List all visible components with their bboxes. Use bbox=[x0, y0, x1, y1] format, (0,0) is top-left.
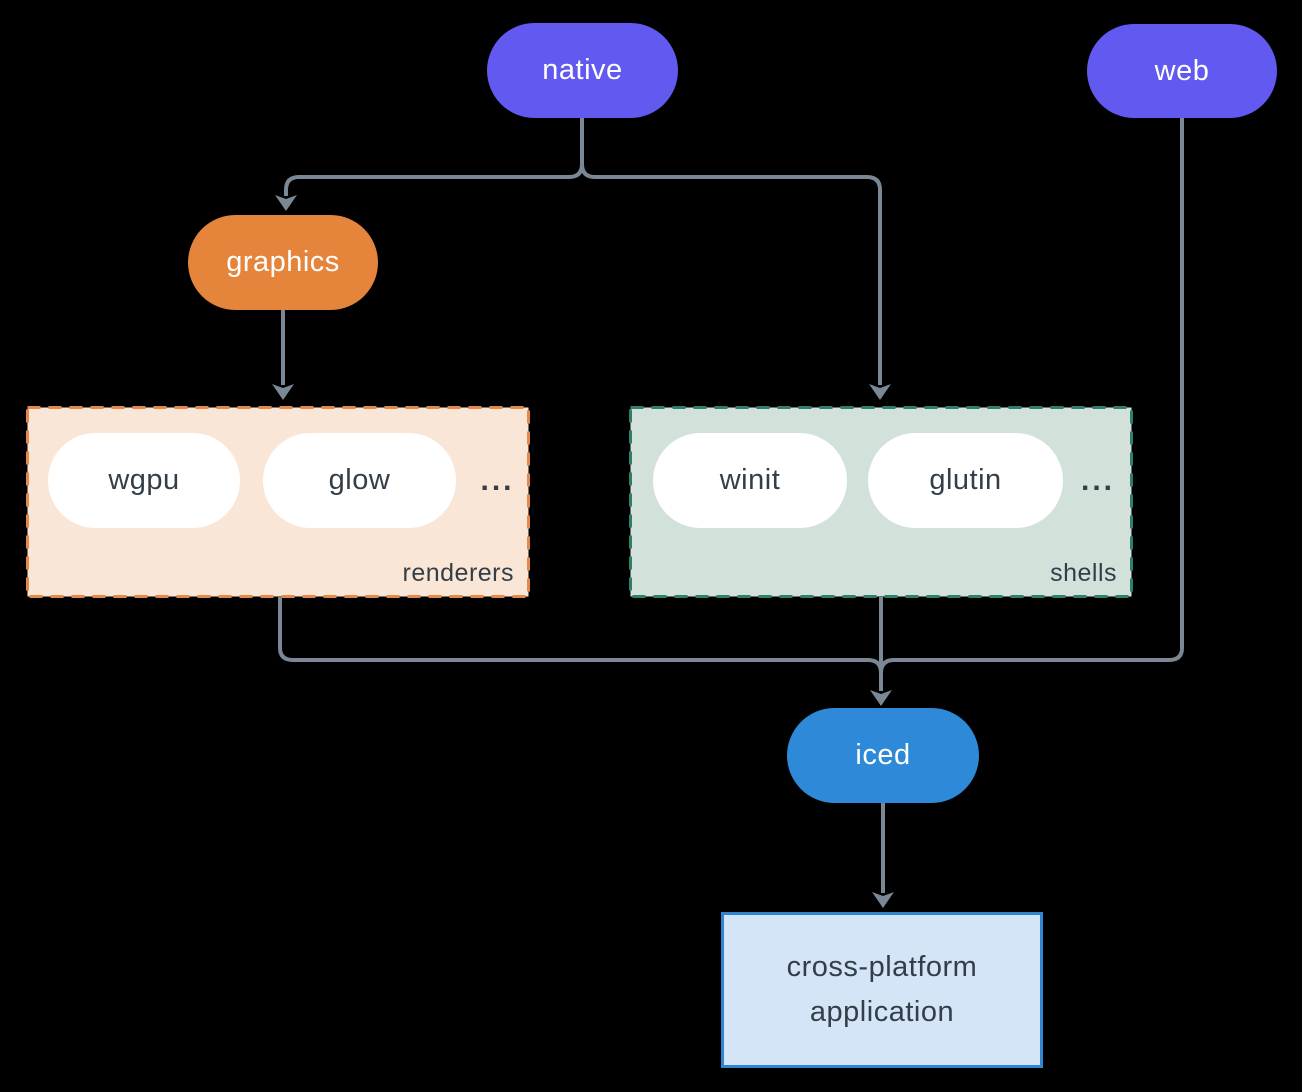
shells-group-label: shells bbox=[1050, 559, 1117, 587]
node-wgpu-label: wgpu bbox=[108, 464, 180, 496]
node-winit-label: winit bbox=[719, 464, 781, 496]
application-label-line2: application bbox=[809, 996, 955, 1028]
arrow-renderers-to-iced bbox=[278, 597, 883, 674]
node-glutin: glutin bbox=[868, 433, 1063, 528]
arrow-native-to-graphics bbox=[284, 118, 584, 196]
application-label-line1: cross-platform bbox=[786, 951, 978, 984]
node-native: native bbox=[487, 23, 678, 118]
node-glutin-label: glutin bbox=[929, 464, 1002, 496]
node-wgpu: wgpu bbox=[48, 433, 240, 528]
node-web: web bbox=[1087, 24, 1277, 118]
renderers-ellipsis: ... bbox=[480, 463, 515, 497]
node-web-label: web bbox=[1154, 54, 1210, 87]
arrow-native-to-shells bbox=[580, 118, 882, 385]
node-iced-label: iced bbox=[855, 739, 911, 771]
node-glow: glow bbox=[263, 433, 456, 528]
node-graphics: graphics bbox=[188, 215, 378, 310]
node-native-label: native bbox=[542, 54, 623, 86]
arrowhead-shells bbox=[869, 384, 891, 400]
arrowhead-iced bbox=[870, 690, 892, 706]
node-winit: winit bbox=[653, 433, 847, 528]
group-renderers: wgpu glow ... renderers bbox=[26, 406, 529, 597]
arrowhead-renderers bbox=[272, 384, 294, 400]
arrowhead-application bbox=[872, 892, 894, 908]
node-iced: iced bbox=[787, 708, 979, 803]
shells-ellipsis: ... bbox=[1080, 463, 1115, 497]
node-graphics-label: graphics bbox=[226, 246, 340, 278]
group-shells: winit glutin ... shells bbox=[628, 406, 1132, 597]
arrowhead-graphics bbox=[275, 195, 297, 211]
node-cross-platform-application: cross-platform application bbox=[721, 912, 1043, 1068]
renderers-group-label: renderers bbox=[402, 559, 514, 587]
node-glow-label: glow bbox=[328, 464, 391, 496]
